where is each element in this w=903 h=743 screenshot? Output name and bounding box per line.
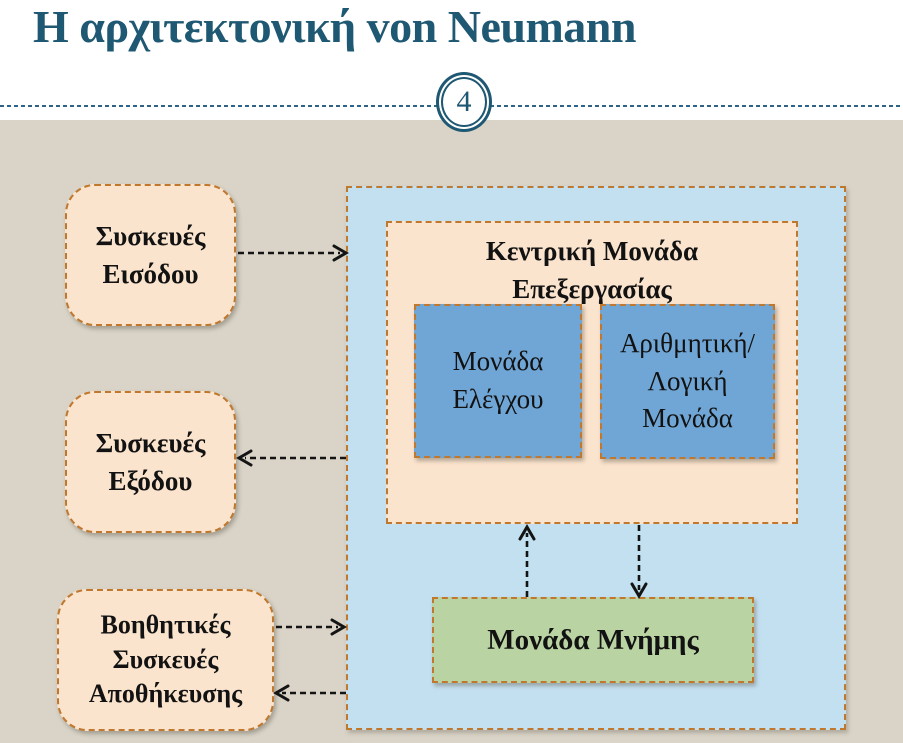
input-devices-box: Συσκευές Εισόδου [65,184,236,326]
alu-line3: Μονάδα [642,403,733,434]
page-number-badge: 4 [436,72,492,132]
slide-title: Η αρχιτεκτονική von Neumann [33,1,636,52]
control-unit-line1: Μονάδα [452,346,544,377]
input-devices-line1: Συσκευές [95,220,206,251]
auxiliary-storage-line3: Αποθήκευσης [88,679,243,709]
auxiliary-storage-label: Βοηθητικές Συσκευές Αποθήκευσης [89,608,242,712]
output-devices-label: Συσκευές Εξόδου [96,424,206,501]
alu-label: Αριθμητική/ Λογική Μονάδα [620,325,755,438]
auxiliary-storage-line2: Συσκευές [112,644,219,674]
page-number: 4 [456,85,472,118]
memory-unit-box: Μονάδα Μνήμης [432,597,754,683]
page-number-inner-ring: 4 [441,77,487,127]
alu-line1: Αριθμητική/ [619,327,756,358]
input-devices-line2: Εισόδου [102,259,199,289]
output-devices-line2: Εξόδου [108,466,193,496]
auxiliary-storage-box: Βοηθητικές Συσκευές Αποθήκευσης [57,589,274,731]
auxiliary-storage-line1: Βοηθητικές [100,610,231,640]
control-unit-label: Μονάδα Ελέγχου [452,343,543,419]
cpu-title-line1: Κεντρική Μονάδα [485,236,699,266]
input-devices-label: Συσκευές Εισόδου [96,217,206,294]
alu-box: Αριθμητική/ Λογική Μονάδα [600,304,775,459]
cpu-title-line2: Επεξεργασίας [512,273,672,304]
output-devices-box: Συσκευές Εξόδου [65,391,236,533]
memory-unit-label: Μονάδα Μνήμης [487,623,699,656]
alu-line2: Λογική [647,365,728,396]
control-unit-line2: Ελέγχου [452,384,544,414]
output-devices-line1: Συσκευές [95,427,206,458]
control-unit-box: Μονάδα Ελέγχου [414,304,582,458]
cpu-title: Κεντρική Μονάδα Επεξεργασίας [486,233,698,309]
